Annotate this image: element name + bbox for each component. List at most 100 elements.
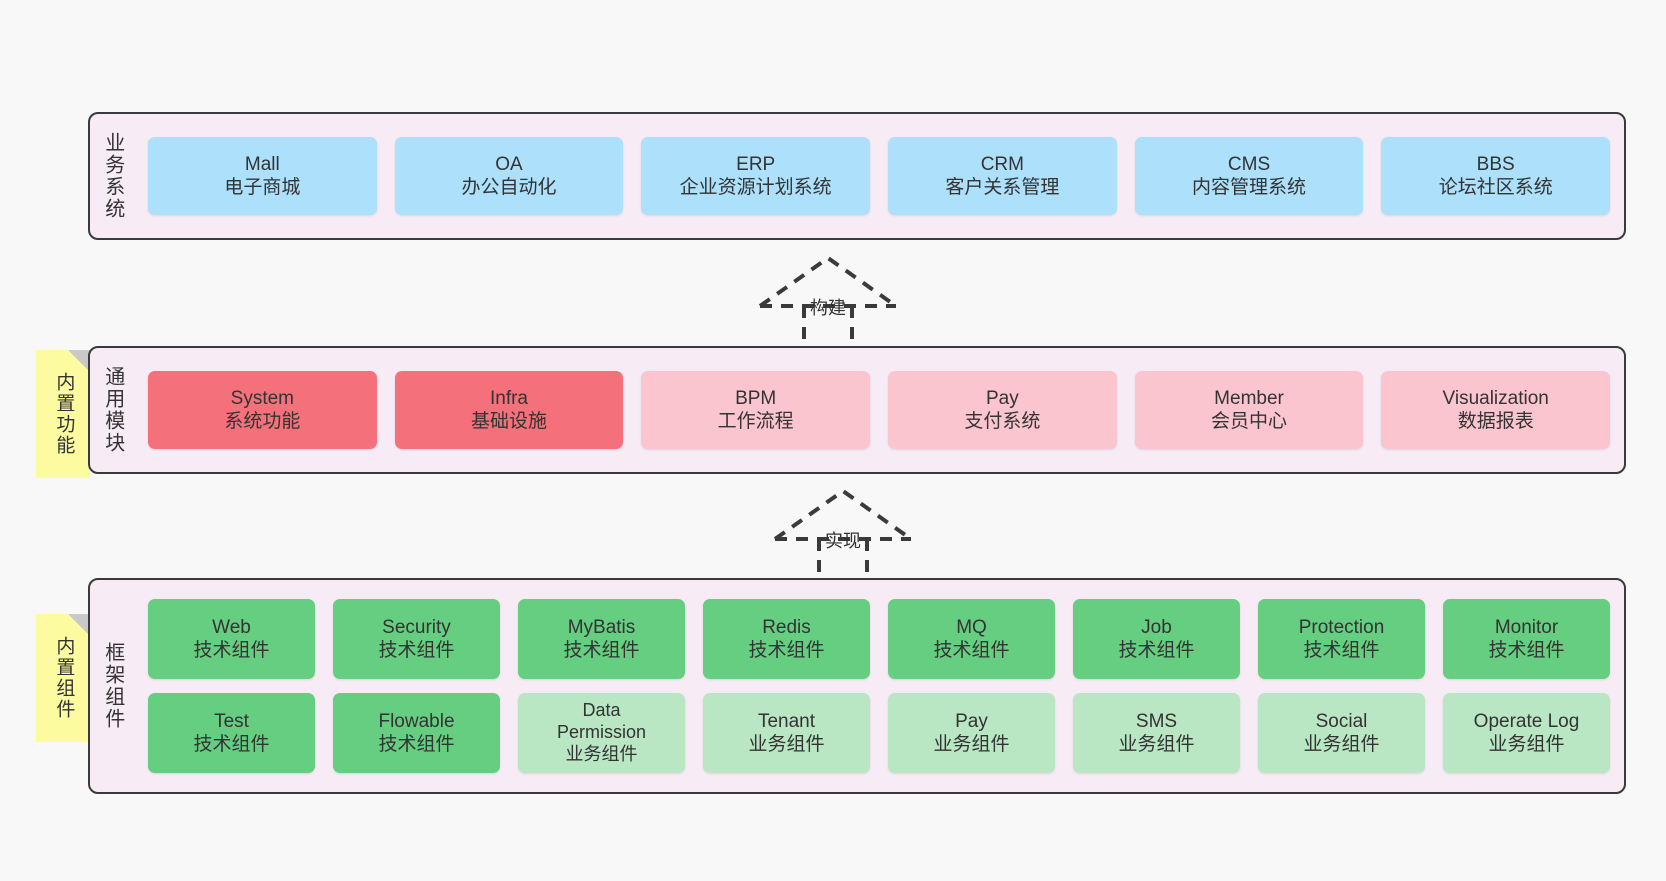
connector-implement: 实现 [763,487,923,585]
card-data-permission[interactable]: Data Permission 业务组件 [518,693,685,773]
card-social[interactable]: Social 业务组件 [1258,693,1425,773]
card-title: Mall [244,153,280,175]
card-subtitle: 内容管理系统 [1192,177,1307,198]
card-title: System [230,387,295,409]
card-mq[interactable]: MQ 技术组件 [888,599,1055,679]
card-title: BBS [1476,153,1515,175]
card-title: Redis [762,616,811,638]
card-subtitle: 工作流程 [717,411,794,432]
card-subtitle: 技术组件 [1488,640,1565,661]
card-pay[interactable]: Pay 支付系统 [888,371,1117,449]
card-protection[interactable]: Protection 技术组件 [1258,599,1425,679]
card-title: Protection [1298,616,1385,638]
card-row: System 系统功能 Infra 基础设施 BPM 工作流程 Pay 支付系统… [148,371,1611,449]
card-title: Security [382,616,451,638]
card-title: ERP [736,153,776,175]
card-title: CRM [980,153,1024,175]
card-title: Tenant [757,710,816,732]
layer-business-system: 业务系统 Mall 电子商城 OA 办公自动化 ERP 企业资源计划系统 CRM… [88,112,1626,240]
card-bbs[interactable]: BBS 论坛社区系统 [1381,137,1611,215]
card-subtitle: 会员中心 [1211,411,1288,432]
card-job[interactable]: Job 技术组件 [1073,599,1240,679]
layer-title-common-module: 通用模块 [101,366,124,454]
card-oa[interactable]: OA 办公自动化 [394,137,624,215]
card-crm[interactable]: CRM 客户关系管理 [888,137,1117,215]
card-subtitle: 技术组件 [193,640,270,661]
layer-body-business-system: Mall 电子商城 OA 办公自动化 ERP 企业资源计划系统 CRM 客户关系… [134,114,1624,238]
card-title: CMS [1227,153,1271,175]
card-subtitle: 业务组件 [1118,734,1195,755]
card-title: Social [1315,710,1368,732]
card-pay-component[interactable]: Pay 业务组件 [888,693,1055,773]
layer-body-framework-component: Web 技术组件 Security 技术组件 MyBatis 技术组件 Redi… [134,580,1624,792]
note-label: 内置组件 [53,636,75,720]
card-title: Visualization [1442,387,1549,409]
card-subtitle: 基础设施 [471,411,548,432]
card-tenant[interactable]: Tenant 业务组件 [703,693,870,773]
card-title: Infra [489,387,529,409]
card-title: Monitor [1494,616,1559,638]
card-erp[interactable]: ERP 企业资源计划系统 [641,137,871,215]
card-subtitle: 技术组件 [378,734,455,755]
card-monitor[interactable]: Monitor 技术组件 [1443,599,1610,679]
card-system[interactable]: System 系统功能 [148,371,377,449]
card-subtitle: 客户关系管理 [945,177,1060,198]
card-visualization[interactable]: Visualization 数据报表 [1381,371,1611,449]
note-builtin-component: 内置组件 [36,614,90,742]
card-infra[interactable]: Infra 基础设施 [394,371,624,449]
card-row: Test 技术组件 Flowable 技术组件 Data Permission … [148,693,1610,773]
card-mybatis[interactable]: MyBatis 技术组件 [518,599,685,679]
note-fold-corner-icon [68,350,90,372]
card-security[interactable]: Security 技术组件 [333,599,500,679]
card-operate-log[interactable]: Operate Log 业务组件 [1443,693,1610,773]
card-title: Test [214,710,249,732]
card-title: Member [1214,387,1284,409]
card-subtitle: 业务组件 [1303,734,1380,755]
connector-label-build: 构建 [810,298,846,318]
card-test[interactable]: Test 技术组件 [148,693,315,773]
card-title: Flowable [378,710,455,732]
card-subtitle: 技术组件 [1118,640,1195,661]
card-row: Web 技术组件 Security 技术组件 MyBatis 技术组件 Redi… [148,599,1610,679]
card-title: Pay [955,710,988,732]
layer-common-module: 通用模块 System 系统功能 Infra 基础设施 BPM 工作流程 Pay… [88,346,1626,474]
card-subtitle: 支付系统 [964,411,1041,432]
card-flowable[interactable]: Flowable 技术组件 [333,693,500,773]
card-subtitle: 技术组件 [193,734,270,755]
card-title: Pay [985,387,1019,409]
card-subtitle: 技术组件 [563,640,640,661]
card-subtitle: 技术组件 [378,640,455,661]
card-title: BPM [735,387,777,409]
layer-title-business-system: 业务系统 [101,132,124,220]
note-fold-corner-icon [68,614,90,636]
layer-body-common-module: System 系统功能 Infra 基础设施 BPM 工作流程 Pay 支付系统… [134,348,1624,472]
card-cms[interactable]: CMS 内容管理系统 [1134,137,1364,215]
card-title: SMS [1135,710,1178,732]
card-subtitle: 技术组件 [1303,640,1380,661]
card-sms[interactable]: SMS 业务组件 [1073,693,1240,773]
card-title: Web [212,616,251,638]
card-bpm[interactable]: BPM 工作流程 [641,371,871,449]
connector-build: 构建 [748,254,908,352]
card-title: Operate Log [1473,710,1580,732]
card-subtitle: 办公自动化 [461,177,557,198]
card-redis[interactable]: Redis 技术组件 [703,599,870,679]
card-subtitle: 数据报表 [1457,411,1534,432]
connector-label-implement: 实现 [825,531,861,551]
card-row: Mall 电子商城 OA 办公自动化 ERP 企业资源计划系统 CRM 客户关系… [148,137,1611,215]
card-mall[interactable]: Mall 电子商城 [148,137,377,215]
card-title: Data Permission [556,700,647,743]
card-subtitle: 业务组件 [1488,734,1565,755]
card-subtitle: 企业资源计划系统 [679,177,832,198]
card-subtitle: 电子商城 [224,177,301,198]
card-subtitle: 技术组件 [748,640,825,661]
card-subtitle: 业务组件 [748,734,825,755]
layer-title-framework-component: 框架组件 [101,642,124,730]
card-title: MQ [956,616,987,638]
card-member[interactable]: Member 会员中心 [1134,371,1364,449]
card-title: Job [1141,616,1172,638]
card-web[interactable]: Web 技术组件 [148,599,315,679]
card-subtitle: 系统功能 [224,411,301,432]
note-builtin-function: 内置功能 [36,350,90,478]
